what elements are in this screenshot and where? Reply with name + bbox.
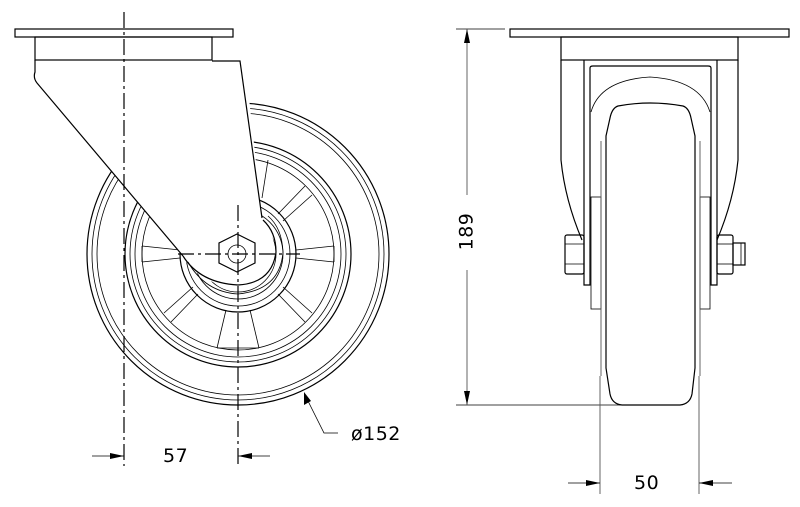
fork-legs (560, 60, 739, 286)
width-dimension-label: 50 (634, 472, 660, 494)
diameter-dimension-label: ø152 (351, 423, 401, 445)
front-view (456, 28, 790, 494)
axle-bolt-head (564, 234, 585, 275)
height-dimension (456, 28, 640, 406)
diameter-leader (304, 392, 338, 434)
top-plate-front (509, 28, 790, 38)
offset-dimension-label: 57 (163, 445, 189, 467)
centerlines-side (123, 12, 300, 466)
hub-plates (590, 141, 711, 376)
tire-front (605, 102, 696, 406)
side-view (14, 12, 390, 466)
width-dimension (568, 376, 732, 494)
swivel-neck-front (560, 36, 739, 61)
wheel-spokes (141, 159, 335, 349)
offset-dimension (92, 453, 270, 459)
height-dimension-label: 189 (455, 212, 478, 251)
swivel-fork (33, 60, 284, 295)
top-plate-side (14, 28, 234, 38)
axle-nut-front (716, 234, 746, 275)
